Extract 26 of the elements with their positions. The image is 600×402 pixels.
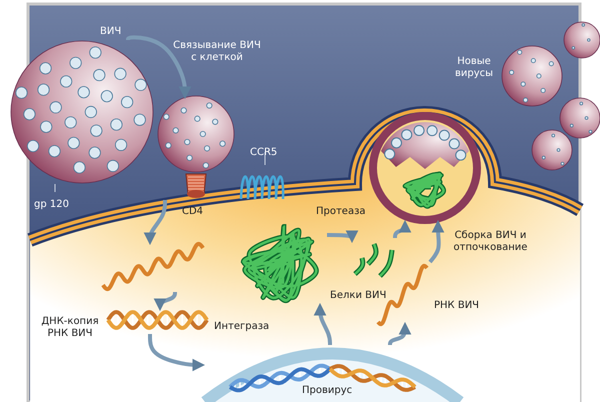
curved-arrow — [326, 230, 358, 244]
part-label: CCR5 — [250, 147, 278, 158]
virus-label: ВИЧ — [100, 26, 122, 38]
leader-line — [264, 152, 266, 166]
curved-arrow — [393, 220, 412, 239]
process-label: Новые вирусы — [454, 56, 494, 80]
part-label: CD4 — [182, 206, 204, 218]
part-label: Провирус — [300, 385, 354, 397]
curved-arrow — [428, 220, 444, 264]
part-label: РНК ВИЧ — [434, 300, 480, 312]
curved-arrow — [126, 35, 192, 100]
part-label: ДНК-копия РНК ВИЧ — [40, 316, 100, 340]
part-label: Белки ВИЧ — [330, 290, 386, 302]
virus-drawing — [10, 40, 154, 184]
enzyme-label: Интеграза — [214, 321, 270, 333]
enzyme-label: Протеаза — [316, 206, 366, 218]
curved-arrow — [154, 291, 177, 312]
curved-arrow — [144, 200, 167, 246]
bound-virus-drawing — [158, 94, 234, 200]
process-label: Связывание ВИЧ с клеткой — [172, 40, 262, 64]
part-label: gp 120 — [34, 199, 69, 210]
process-label: Сборка ВИЧ и отпочкование — [452, 230, 528, 254]
curved-arrow — [388, 322, 412, 346]
curved-arrow — [314, 302, 332, 346]
leader-line — [54, 184, 56, 192]
curved-arrow — [148, 334, 206, 372]
